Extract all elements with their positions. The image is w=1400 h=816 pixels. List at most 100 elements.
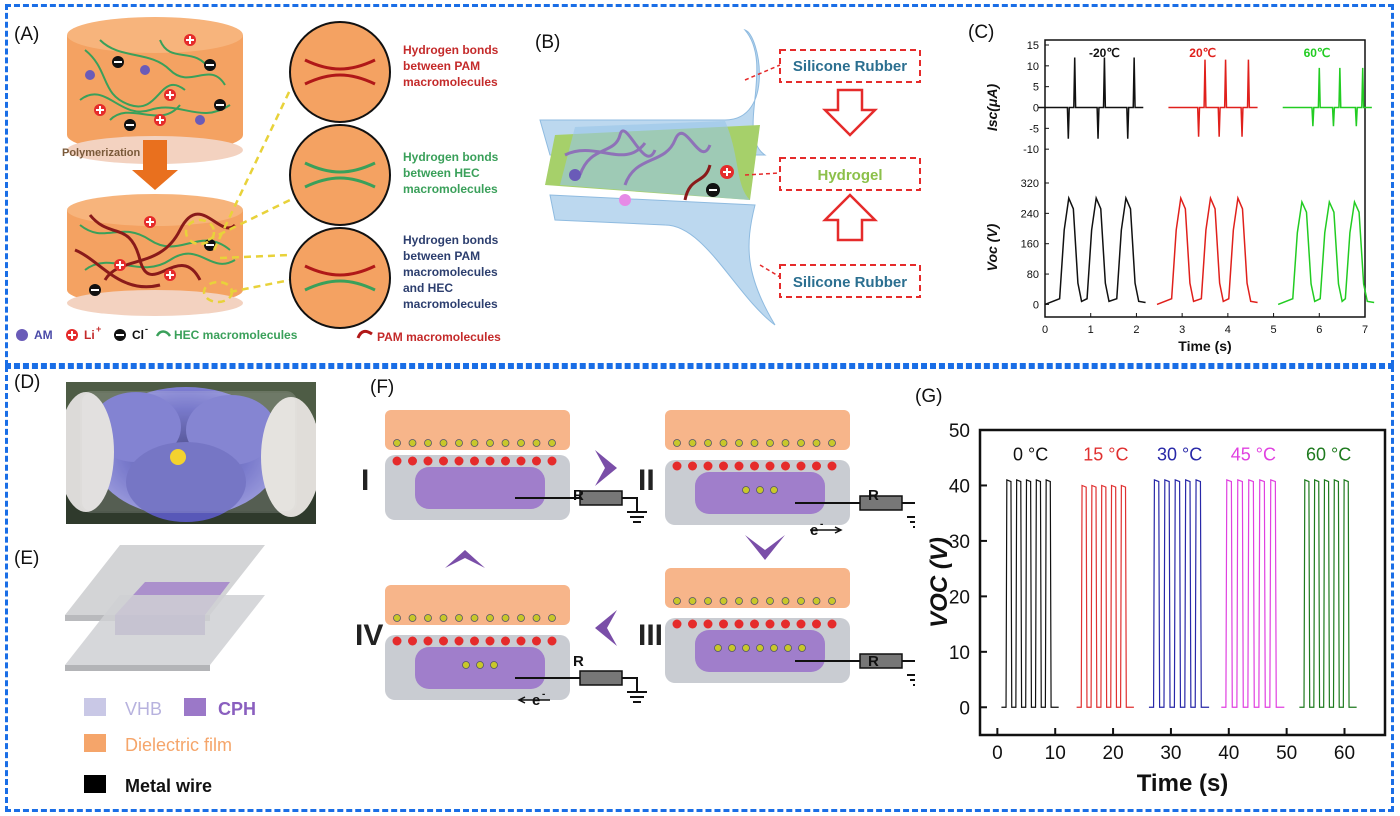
positive-charge — [423, 636, 433, 646]
panel-e-schematic: VHB CPH Dielectric film Metal wire — [65, 545, 265, 796]
stage-3-ground-icon — [902, 660, 915, 686]
legend-cph: CPH — [218, 699, 256, 719]
negative-charge — [735, 597, 743, 605]
stage-2-ground-icon — [902, 502, 915, 528]
positive-charge — [796, 619, 806, 629]
ytick-label: 50 — [949, 421, 970, 442]
hydrogel-label: Hydrogel — [817, 167, 882, 184]
negative-charge — [735, 439, 743, 447]
series-label: 60℃ — [1304, 46, 1331, 60]
stage-3-label: III — [638, 619, 663, 652]
positive-charge — [501, 636, 510, 646]
xtick-label: 0 — [992, 743, 1003, 764]
positive-charge — [470, 456, 479, 466]
positive-charge — [796, 461, 806, 471]
legend-am: AM — [34, 328, 53, 342]
negative-charge — [704, 597, 712, 605]
negative-charge — [439, 439, 448, 447]
positive-charge — [485, 636, 495, 646]
negative-charge — [797, 439, 805, 447]
bond2-line1: Hydrogen bonds — [403, 150, 499, 164]
bond3-line3: macromolecules — [403, 265, 498, 279]
electron-sup-4: - — [542, 689, 545, 700]
ytick-label-bottom: 0 — [1033, 299, 1039, 311]
positive-charge — [703, 461, 713, 471]
negative-charge — [673, 439, 681, 447]
positive-charge — [672, 619, 682, 629]
stage-4-ground-icon — [622, 677, 647, 703]
ion-charge — [756, 644, 764, 652]
bottom-frame — [5, 366, 1394, 812]
ion-charge — [462, 661, 470, 669]
silicone-top-label: Silicone Rubber — [793, 58, 907, 75]
negative-charge — [688, 597, 697, 605]
negative-charge — [532, 614, 541, 622]
positive-charge — [719, 619, 728, 629]
stage-2-dielectric — [665, 410, 850, 450]
positive-charge — [439, 456, 448, 466]
positive-charge — [454, 636, 464, 646]
series-label: 0 °C — [1013, 445, 1048, 465]
bond3-line1: Hydrogen bonds — [403, 233, 499, 247]
electron-sup-2: - — [820, 519, 823, 530]
ytick-label: 20 — [949, 587, 970, 608]
ytick-label-top: 15 — [1027, 40, 1039, 52]
arrow-up-icon — [445, 550, 485, 568]
xtick-label: 4 — [1225, 324, 1231, 336]
ion-charge — [728, 644, 736, 652]
negative-charge — [797, 597, 805, 605]
positive-charge — [547, 456, 557, 466]
negative-charge — [673, 597, 681, 605]
negative-charge — [517, 439, 525, 447]
positive-charge — [423, 456, 433, 466]
vhb-swatch — [84, 698, 106, 716]
bond3-line4: and HEC — [403, 281, 453, 295]
negative-charge — [393, 439, 401, 447]
negative-charge — [548, 614, 556, 622]
positive-charge — [750, 619, 759, 629]
negative-charge — [750, 597, 759, 605]
negative-charge — [719, 439, 728, 447]
negative-charge — [532, 439, 541, 447]
voc-line — [1044, 195, 1146, 306]
series-label: 20℃ — [1189, 46, 1216, 60]
positive-charge — [688, 619, 697, 629]
legend-metal: Metal wire — [125, 776, 212, 796]
series-label: 15 °C — [1083, 445, 1128, 465]
negative-charge — [424, 439, 432, 447]
negative-charge — [424, 614, 432, 622]
stage-2-resistor — [859, 495, 903, 511]
stage-4-label: IV — [355, 619, 383, 652]
top-frame — [5, 4, 1394, 366]
positive-charge — [485, 456, 495, 466]
ytick-label-top: 0 — [1033, 103, 1039, 115]
dielectric-swatch — [84, 734, 106, 752]
legend-cl: Cl — [132, 328, 144, 342]
metal-swatch — [84, 775, 106, 793]
ion-symbols — [85, 34, 226, 131]
stage-3-cell — [665, 568, 915, 686]
bond1-line3: macromolecules — [403, 75, 498, 89]
stage-1-ground-icon — [622, 497, 647, 523]
xtick-label: 50 — [1276, 743, 1297, 764]
voc-line — [1299, 479, 1357, 708]
negative-charge — [766, 597, 774, 605]
arrow-down-icon — [745, 535, 785, 560]
isc-line — [1282, 67, 1372, 127]
isc-line — [1038, 57, 1144, 139]
series-label: 45 °C — [1231, 445, 1276, 465]
resistor-label-2: R — [868, 487, 879, 504]
stage-3-dielectric — [665, 568, 850, 608]
positive-charge — [408, 636, 417, 646]
ion-charge — [798, 644, 806, 652]
positive-charge — [703, 619, 713, 629]
bond2-line2: between HEC — [403, 166, 480, 180]
positive-charge — [719, 461, 728, 471]
series-label: 30 °C — [1157, 445, 1202, 465]
ion-charge — [770, 486, 778, 494]
positive-charge — [672, 461, 682, 471]
ytick-label: 30 — [949, 532, 970, 553]
panel-b-schematic: Silicone Rubber Hydrogel Silicone Rubber — [539, 28, 921, 326]
xtick-label: 40 — [1218, 743, 1239, 764]
negative-charge — [812, 439, 821, 447]
